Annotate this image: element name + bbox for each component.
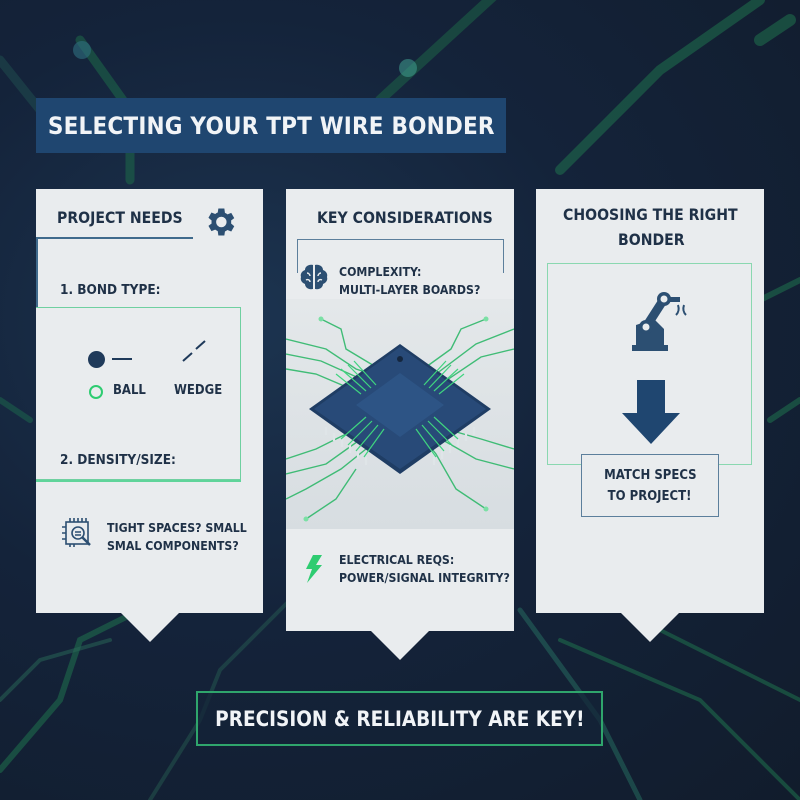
divider — [36, 480, 241, 482]
bond-type-label: 1. BOND TYPE: — [60, 282, 161, 298]
ball-radio[interactable] — [89, 385, 103, 399]
divider-frame — [297, 239, 504, 273]
brain-icon — [300, 264, 328, 290]
panel-title-line1: CHOOSING THE RIGHT — [563, 205, 738, 224]
panel-project-needs: PROJECT NEEDS 1. BOND TYPE: BALL WEDGE 2… — [36, 189, 263, 642]
title-banner: SELECTING YOUR TPT WIRE BONDER — [36, 98, 506, 153]
chip-magnifier-icon — [62, 518, 91, 547]
ball-bond-icon — [88, 351, 105, 368]
arrow-down-icon — [622, 380, 680, 444]
microchip-circuit-illustration — [286, 299, 514, 529]
panel-title: KEY CONSIDERATIONS — [317, 208, 493, 227]
panel-key-considerations: KEY CONSIDERATIONS COMPLEXITY: MULTI-LAY… — [286, 189, 514, 660]
wedge-bond-icon — [182, 340, 206, 362]
density-size-label: 2. DENSITY/SIZE: — [60, 452, 176, 468]
bond-type-box — [36, 307, 241, 480]
complexity-question: MULTI-LAYER BOARDS? — [339, 282, 481, 297]
footer-text: PRECISION & RELIABILITY ARE KEY! — [214, 706, 585, 731]
robotic-arm-icon — [632, 292, 687, 351]
match-specs-line1: MATCH SPECS — [603, 467, 697, 483]
page-title: SELECTING YOUR TPT WIRE BONDER — [47, 111, 495, 140]
density-note-line1: TIGHT SPACES? SMALL — [107, 520, 247, 535]
lightning-icon — [306, 555, 322, 583]
gear-icon — [208, 208, 235, 236]
match-specs-line2: TO PROJECT! — [608, 488, 692, 504]
electrical-label: ELECTRICAL REQS: — [339, 552, 455, 567]
complexity-label: COMPLEXITY: — [339, 264, 422, 279]
wire-line-icon — [112, 358, 132, 360]
divider — [36, 237, 193, 239]
panel-choosing-bonder: CHOOSING THE RIGHT BONDER MATCH SPECS TO… — [536, 189, 764, 642]
divider — [36, 237, 38, 307]
ball-option-label[interactable]: BALL — [113, 383, 146, 398]
match-specs-box: MATCH SPECS TO PROJECT! — [581, 454, 719, 517]
electrical-question: POWER/SIGNAL INTEGRITY? — [339, 570, 510, 585]
footer-banner: PRECISION & RELIABILITY ARE KEY! — [196, 691, 603, 746]
wedge-option-label[interactable]: WEDGE — [174, 383, 223, 398]
panel-title: PROJECT NEEDS — [57, 208, 183, 227]
panel-title-line2: BONDER — [618, 230, 685, 249]
density-note-line2: SMAL COMPONENTS? — [107, 538, 239, 553]
